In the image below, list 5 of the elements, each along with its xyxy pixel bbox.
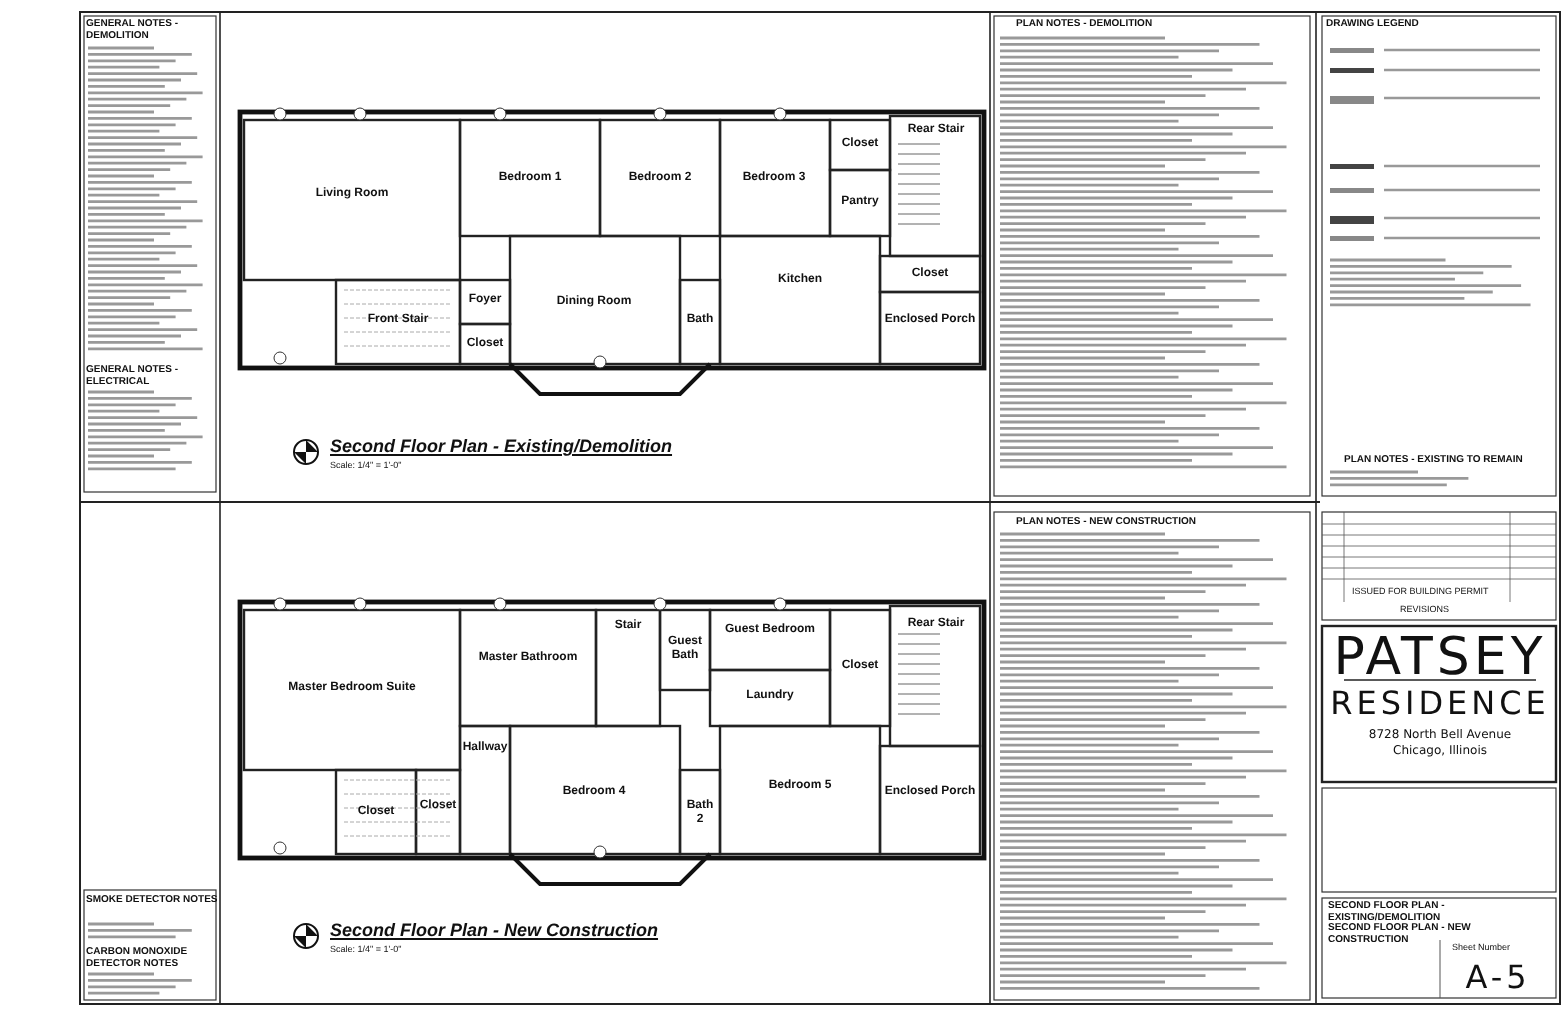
title-text: RESIDENCE [1328,686,1552,722]
title-text: PATSEY [1331,630,1549,688]
drawing-title: Second Floor Plan - Existing/Demolition [330,438,675,458]
drawing-title: Second Floor Plan - New Construction [330,922,661,942]
title-text: A-5 [1463,960,1533,996]
